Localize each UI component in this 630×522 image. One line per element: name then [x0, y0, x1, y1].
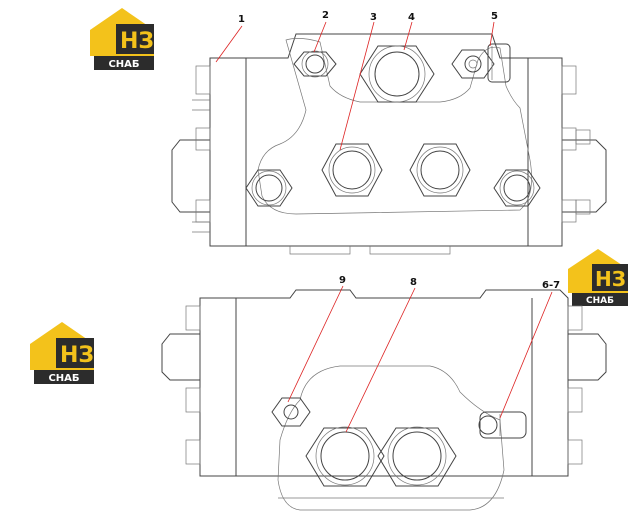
callout-2: 2 [322, 10, 329, 21]
top-port-4 [359, 45, 435, 103]
logo-mark: НЗ [595, 267, 626, 291]
logo-mark: НЗ [60, 343, 94, 368]
logo-top-left: НЗ СНАБ [90, 8, 154, 70]
bottom-port-8 [305, 426, 385, 487]
top-port-2 [293, 50, 337, 78]
callout-9: 9 [339, 275, 346, 286]
top-port-middle-right [409, 143, 471, 197]
bottom-port-9 [271, 397, 311, 427]
top-port-lower-left [245, 169, 293, 207]
top-port-3 [321, 143, 383, 197]
top-valve-view: 1 2 3 4 5 [171, 10, 607, 255]
bottom-valve-view: 9 8 6-7 [161, 275, 607, 511]
logo-subtitle: СНАБ [108, 59, 139, 70]
logo-right: НЗ СНАБ [568, 249, 628, 306]
callout-1: 1 [238, 14, 245, 25]
logo-subtitle: СНАБ [48, 373, 79, 384]
logo-subtitle: СНАБ [586, 296, 614, 306]
bottom-port-right-large [377, 426, 457, 487]
logo-mark: НЗ [120, 29, 154, 54]
callout-8: 8 [410, 277, 417, 288]
callout-6-7: 6-7 [542, 280, 560, 291]
bottom-port-6-7 [478, 411, 527, 439]
callout-4: 4 [408, 12, 415, 23]
top-port-lower-right [493, 169, 541, 207]
logo-bottom-left: НЗ СНАБ [30, 322, 94, 384]
callout-3: 3 [370, 12, 377, 23]
callout-5: 5 [491, 11, 498, 22]
top-port-5 [451, 43, 511, 83]
